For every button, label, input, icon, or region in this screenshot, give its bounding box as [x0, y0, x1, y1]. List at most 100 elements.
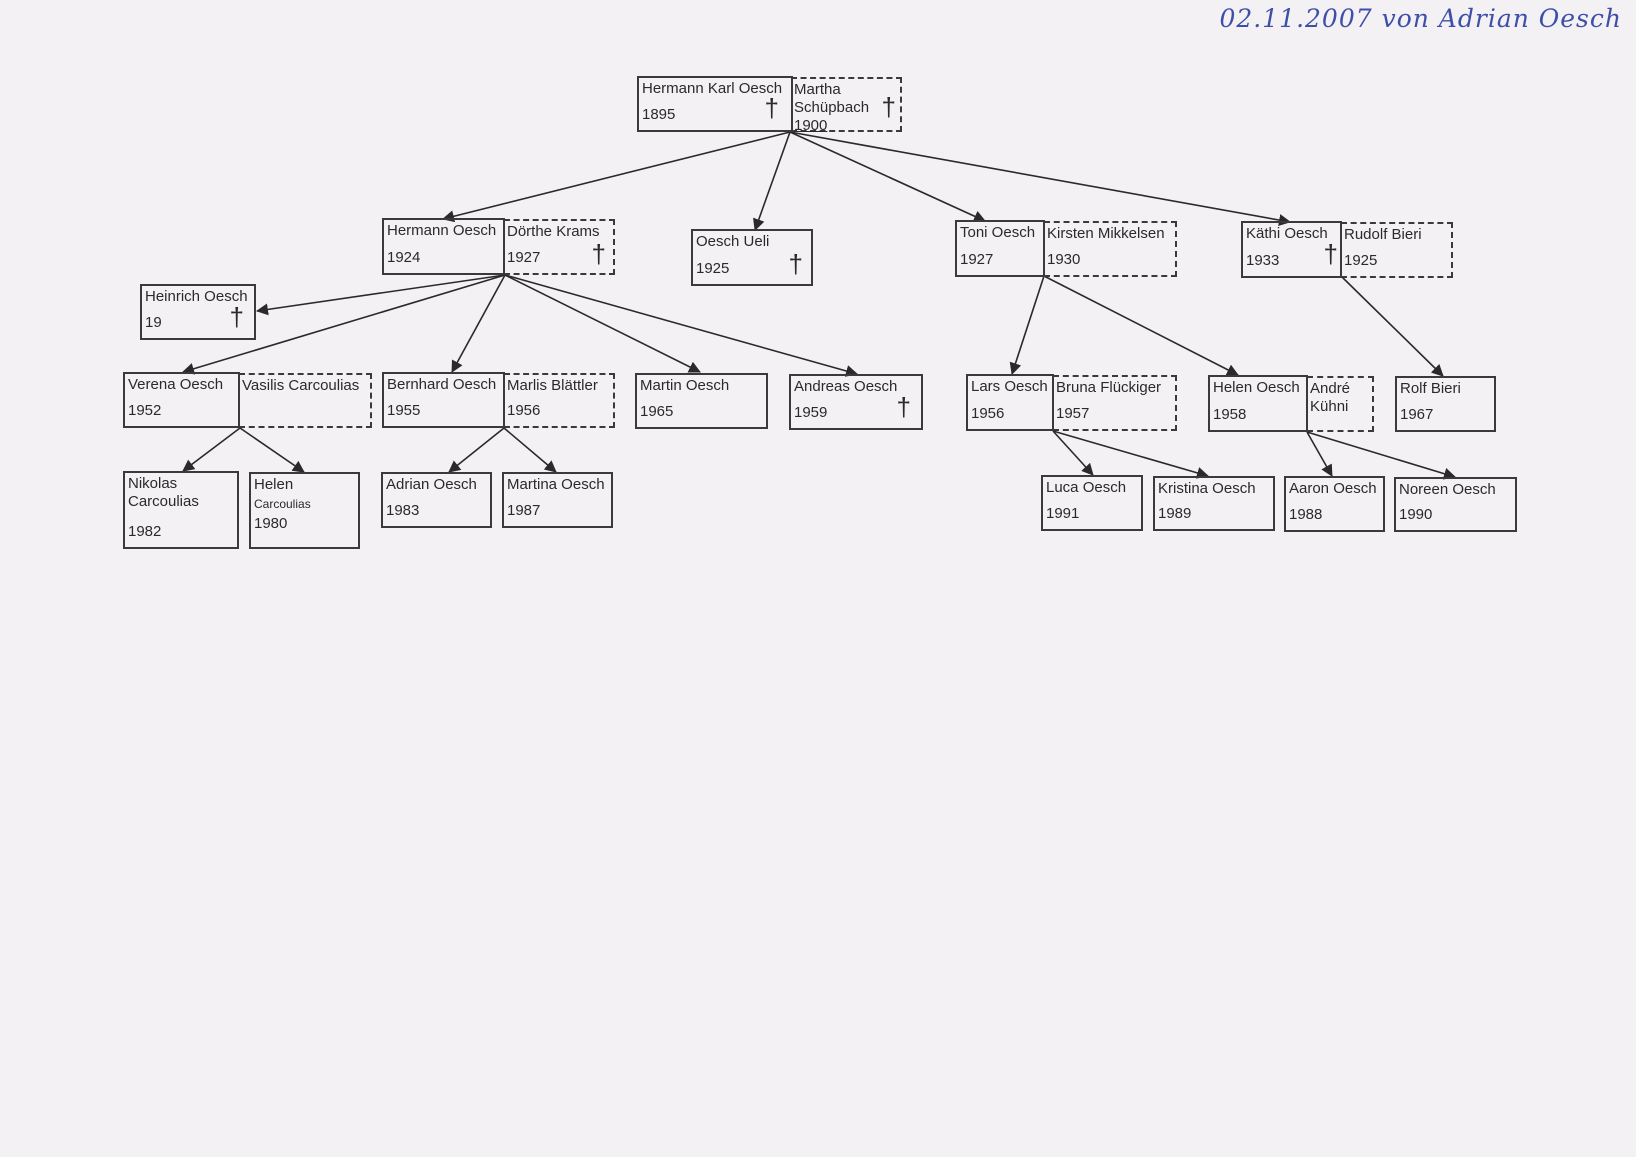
- person-year: 1955: [387, 402, 421, 419]
- person-year: 1990: [1399, 506, 1433, 523]
- person-rudolf-bieri: Rudolf Bieri 1925: [1341, 222, 1453, 278]
- person-lars-oesch: Lars Oesch 1956: [966, 374, 1054, 431]
- person-bruna-flueckiger: Bruna Flückiger 1957: [1053, 375, 1177, 431]
- signature-note: 02.11.2007 von Adrian Oesch: [1219, 4, 1622, 33]
- person-kaethi-oesch: Käthi Oesch 1933 †: [1241, 221, 1342, 278]
- person-name: Adrian Oesch: [386, 476, 477, 493]
- person-kirsten-mikkelsen: Kirsten Mikkelsen 1930: [1044, 221, 1177, 277]
- deceased-cross-icon: †: [1323, 239, 1338, 269]
- person-hermann-oesch: Hermann Oesch 1924: [382, 218, 505, 275]
- edge-verena-helen-c: [239, 427, 305, 473]
- person-name: Helen: [254, 476, 294, 493]
- person-name-line2: Schüpbach: [794, 99, 870, 116]
- person-rolf-bieri: Rolf Bieri 1967: [1395, 376, 1496, 432]
- person-nikolas-carcoulias: Nikolas Carcoulias 1982: [123, 471, 239, 549]
- person-year: 1952: [128, 402, 162, 419]
- person-name: Toni Oesch: [960, 224, 1036, 241]
- person-marlis-blaettler: Marlis Blättler 1956: [504, 373, 615, 428]
- person-luca-oesch: Luca Oesch 1991: [1041, 475, 1143, 531]
- person-andreas-oesch: Andreas Oesch 1959 †: [789, 374, 923, 430]
- edge-bernhard-martina: [503, 427, 557, 473]
- person-name: Heinrich Oesch: [145, 288, 248, 305]
- person-vasilis-carcoulias: Vasilis Carcoulias: [239, 373, 372, 428]
- person-year: 1930: [1047, 251, 1081, 268]
- edge-lars-luca: [1052, 430, 1094, 476]
- person-name: Hermann Karl Oesch: [642, 80, 783, 97]
- person-adrian-oesch: Adrian Oesch 1983: [381, 472, 492, 528]
- edge-root-ueli: [753, 131, 791, 231]
- deceased-cross-icon: †: [591, 239, 606, 269]
- person-toni-oesch: Toni Oesch 1927: [955, 220, 1045, 277]
- person-name-line2: Carcoulias: [128, 493, 199, 510]
- edge-verena-nikolas: [182, 427, 241, 472]
- person-year: 1987: [507, 502, 541, 519]
- edge-toni-helen: [1043, 275, 1239, 376]
- person-name: Vasilis Carcoulias: [242, 377, 360, 394]
- deceased-cross-icon: †: [764, 93, 779, 123]
- person-name-line2: Carcoulias: [254, 497, 311, 511]
- person-name: Andreas Oesch: [794, 378, 898, 395]
- person-helen-carcoulias: Helen Carcoulias 1980: [249, 472, 360, 549]
- edge-kaethi-rolf: [1341, 276, 1444, 377]
- person-year: 1956: [971, 405, 1005, 422]
- deceased-cross-icon: †: [896, 392, 911, 422]
- person-name: Nikolas: [128, 475, 178, 492]
- person-andre-kuehni: André Kühni: [1307, 376, 1374, 432]
- person-oesch-ueli: Oesch Ueli 1925 †: [691, 229, 813, 286]
- edge-lars-kristina: [1052, 430, 1209, 479]
- person-year: 1980: [254, 515, 288, 532]
- person-year: 1924: [387, 249, 421, 266]
- person-year: 1933: [1246, 252, 1280, 269]
- person-year: 1927: [507, 249, 541, 266]
- deceased-cross-icon: †: [881, 92, 896, 122]
- edge-root-hermann: [442, 131, 791, 223]
- person-martha-schuepbach: Martha Schüpbach 1900 †: [791, 77, 902, 134]
- person-helen-oesch: Helen Oesch 1958: [1208, 375, 1308, 432]
- person-name: Verena Oesch: [128, 376, 224, 393]
- edge-hermann-bernhard: [451, 274, 506, 373]
- person-name: Kirsten Mikkelsen: [1047, 225, 1165, 242]
- person-name: Marlis Blättler: [507, 377, 598, 394]
- person-kristina-oesch: Kristina Oesch 1989: [1153, 476, 1275, 531]
- person-name: Lars Oesch: [971, 378, 1048, 395]
- person-name: Kristina Oesch: [1158, 480, 1256, 497]
- person-aaron-oesch: Aaron Oesch 1988: [1284, 476, 1385, 532]
- edge-toni-lars: [1009, 275, 1045, 375]
- person-name: Helen Oesch: [1213, 379, 1300, 396]
- person-name: Aaron Oesch: [1289, 480, 1377, 497]
- person-year: 1983: [386, 502, 420, 519]
- person-verena-oesch: Verena Oesch 1952: [123, 372, 240, 428]
- person-year: 1988: [1289, 506, 1323, 523]
- person-name: Käthi Oesch: [1246, 225, 1328, 242]
- person-year: 1967: [1400, 406, 1434, 423]
- person-name: Rolf Bieri: [1400, 380, 1461, 397]
- person-year: 1900: [794, 117, 828, 134]
- person-year: 1956: [507, 402, 541, 419]
- edge-hermann-verena: [182, 274, 506, 375]
- edge-helen-aaron: [1306, 431, 1333, 477]
- person-name: Rudolf Bieri: [1344, 226, 1422, 243]
- person-year: 1927: [960, 251, 994, 268]
- person-name: André: [1310, 380, 1351, 397]
- person-year: 1957: [1056, 405, 1090, 422]
- person-name: Martha: [794, 81, 841, 98]
- person-name: Luca Oesch: [1046, 479, 1127, 496]
- person-name: Martina Oesch: [507, 476, 605, 493]
- person-name: Oesch Ueli: [696, 233, 770, 250]
- person-year: 1925: [1344, 252, 1378, 269]
- edge-bernhard-adrian: [448, 427, 505, 473]
- person-name: Bernhard Oesch: [387, 376, 497, 393]
- edge-hermann-heinrich: [256, 274, 506, 316]
- edge-helen-noreen: [1306, 431, 1456, 480]
- person-name: Bruna Flückiger: [1056, 379, 1162, 396]
- person-year: 1895: [642, 106, 676, 123]
- person-bernhard-oesch: Bernhard Oesch 1955: [382, 372, 505, 428]
- person-name: Martin Oesch: [640, 377, 730, 394]
- edge-root-kaethi: [789, 131, 1291, 226]
- person-year: 1991: [1046, 505, 1080, 522]
- person-year: 1982: [128, 523, 162, 540]
- person-year: 19: [145, 314, 162, 331]
- person-name: Hermann Oesch: [387, 222, 497, 239]
- person-martina-oesch: Martina Oesch 1987: [502, 472, 613, 528]
